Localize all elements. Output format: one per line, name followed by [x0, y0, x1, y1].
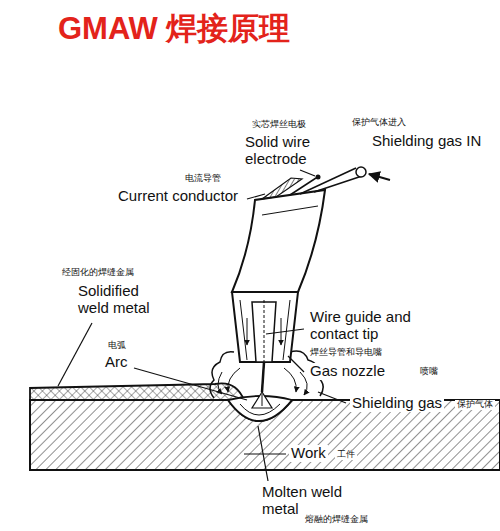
arc-symbol [262, 394, 263, 406]
label-cn: 电弧 [108, 341, 126, 351]
part-label: Wire guide and contact tip [308, 309, 452, 342]
gas-flow [218, 372, 222, 394]
leader-line [247, 194, 265, 199]
label-cn: 熔融的焊缝金属 [305, 515, 368, 525]
leader-line [58, 323, 92, 386]
wire-dot [316, 175, 321, 180]
label-cn: 焊丝导管和导电嘴 [308, 348, 384, 358]
part-label: Current conductor [118, 188, 238, 205]
part-label: Arc [105, 354, 128, 371]
arc-symbol [252, 392, 272, 408]
label-cn: 实芯焊丝电极 [252, 120, 306, 130]
leader-line [134, 368, 247, 400]
torch-tube [232, 190, 325, 292]
part-label: Shielding gas IN [372, 133, 482, 150]
label-cn: 工件 [335, 450, 357, 460]
gas-nozzle [232, 292, 298, 362]
page-title: GMAW 焊接原理 [58, 8, 291, 50]
part-label: Work [289, 445, 328, 462]
label-cn: 喷嘴 [418, 367, 440, 377]
part-label: Solidified weld metal [78, 283, 173, 316]
label-cn: 保护气体 [455, 400, 495, 410]
tube-band [262, 206, 318, 215]
gas-flow [228, 368, 240, 392]
leader-lines [58, 170, 346, 481]
gas-flow [247, 318, 248, 345]
gas-flow [300, 372, 307, 395]
part-label: Solid wire electrode [245, 134, 337, 167]
current-cable [262, 178, 302, 199]
gas-in-arrow [369, 174, 390, 180]
leader-line [266, 329, 304, 334]
part-label: Molten weld metal [262, 484, 357, 517]
leader-line [318, 392, 346, 403]
part-label: Gas nozzle [308, 363, 387, 380]
leader-line [244, 453, 286, 454]
solidified-bead [30, 383, 244, 400]
label-cn: 保护气体进入 [352, 118, 406, 128]
gas-hose [314, 176, 362, 192]
wire-electrode [262, 362, 264, 392]
label-cn: 电流导管 [185, 174, 221, 184]
leader-line [288, 356, 304, 372]
gas-inlet [356, 167, 366, 177]
part-label: Shielding gas [350, 395, 444, 412]
label-cn: 经固化的焊缝金属 [62, 268, 134, 278]
wire-guide [264, 300, 265, 362]
leader-line [258, 426, 268, 481]
gas-flow [284, 368, 296, 392]
leader-line [300, 170, 315, 176]
nozzle-wall [283, 300, 290, 360]
nozzle-wall [240, 300, 247, 360]
